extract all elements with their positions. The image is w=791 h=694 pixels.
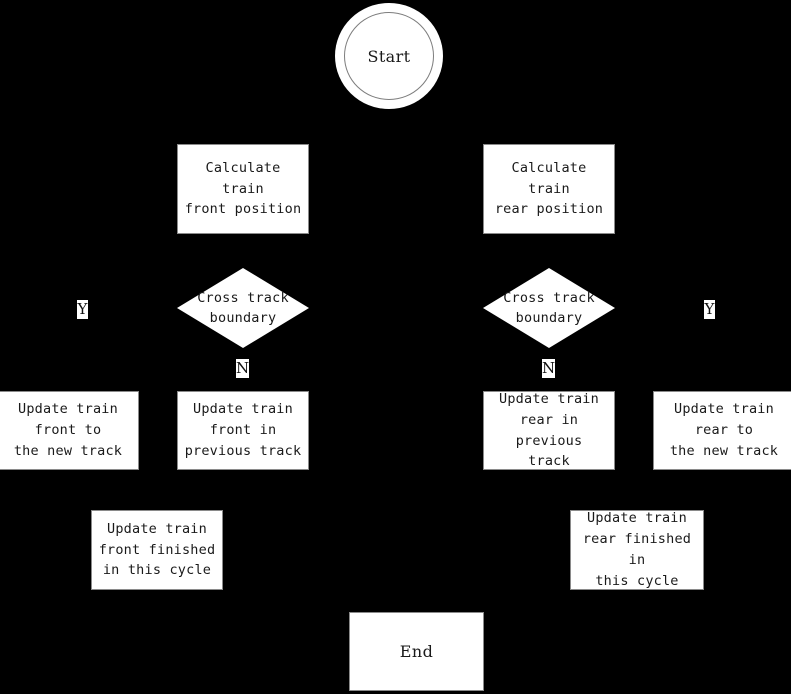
connector-calcfront-to-decision: [243, 234, 244, 268]
node-update-front-previous-track-label: Update train front in previous track: [184, 401, 302, 459]
connector-front-to-finished: [243, 470, 244, 510]
node-update-front-new-track[interactable]: Update train front to the new track: [0, 391, 139, 470]
node-update-front-finished-label: Update train front finished in this cycl…: [98, 520, 216, 579]
node-decision-front-label: Cross track boundary: [197, 289, 289, 326]
edge-label-rear-no: N: [542, 359, 555, 378]
node-decision-rear-cross-boundary[interactable]: Cross track boundary: [483, 268, 615, 348]
node-update-rear-finished-label: Update train rear finished in this cycle: [582, 510, 692, 589]
node-start-label: Start: [367, 46, 411, 66]
node-calculate-rear-position-label: Calculate train rear position: [494, 159, 604, 218]
node-update-rear-new-track[interactable]: Update train rear to the new track: [653, 391, 791, 470]
edge-label-front-yes-text: Y: [77, 300, 88, 318]
edge-label-rear-yes: Y: [704, 300, 715, 319]
connector-calcrear-to-decision: [549, 234, 550, 268]
edge-label-front-yes: Y: [77, 300, 88, 319]
node-update-rear-previous-track-label: Update train rear in previous track: [499, 390, 599, 470]
node-decision-rear-label: Cross track boundary: [503, 289, 595, 326]
node-calculate-front-position[interactable]: Calculate train front position: [177, 144, 309, 234]
edge-label-front-no: N: [236, 359, 249, 378]
node-update-rear-finished[interactable]: Update train rear finished in this cycle: [570, 510, 704, 590]
node-start[interactable]: Start: [335, 3, 443, 109]
node-end[interactable]: End: [349, 612, 484, 691]
node-update-front-finished[interactable]: Update train front finished in this cycl…: [91, 510, 223, 590]
node-calculate-front-position-label: Calculate train front position: [184, 159, 302, 218]
node-update-front-new-track-label: Update train front to the new track: [13, 401, 123, 459]
node-update-rear-new-track-label: Update train rear to the new track: [669, 401, 779, 459]
connector-rearfinished-to-end: [637, 590, 638, 612]
connector-start-to-branches: [388, 110, 389, 144]
node-end-label: End: [399, 642, 434, 661]
node-decision-front-cross-boundary[interactable]: Cross track boundary: [177, 268, 309, 348]
edge-label-front-no-text: N: [235, 359, 250, 377]
node-update-rear-previous-track[interactable]: Update train rear in previous track: [483, 391, 615, 470]
node-update-front-previous-track[interactable]: Update train front in previous track: [177, 391, 309, 470]
node-calculate-rear-position[interactable]: Calculate train rear position: [483, 144, 615, 234]
connector-rear-to-finished: [549, 470, 550, 510]
edge-label-rear-yes-text: Y: [704, 300, 715, 318]
connector-frontfinished-to-end: [157, 590, 158, 612]
edge-label-rear-no-text: N: [541, 359, 556, 377]
